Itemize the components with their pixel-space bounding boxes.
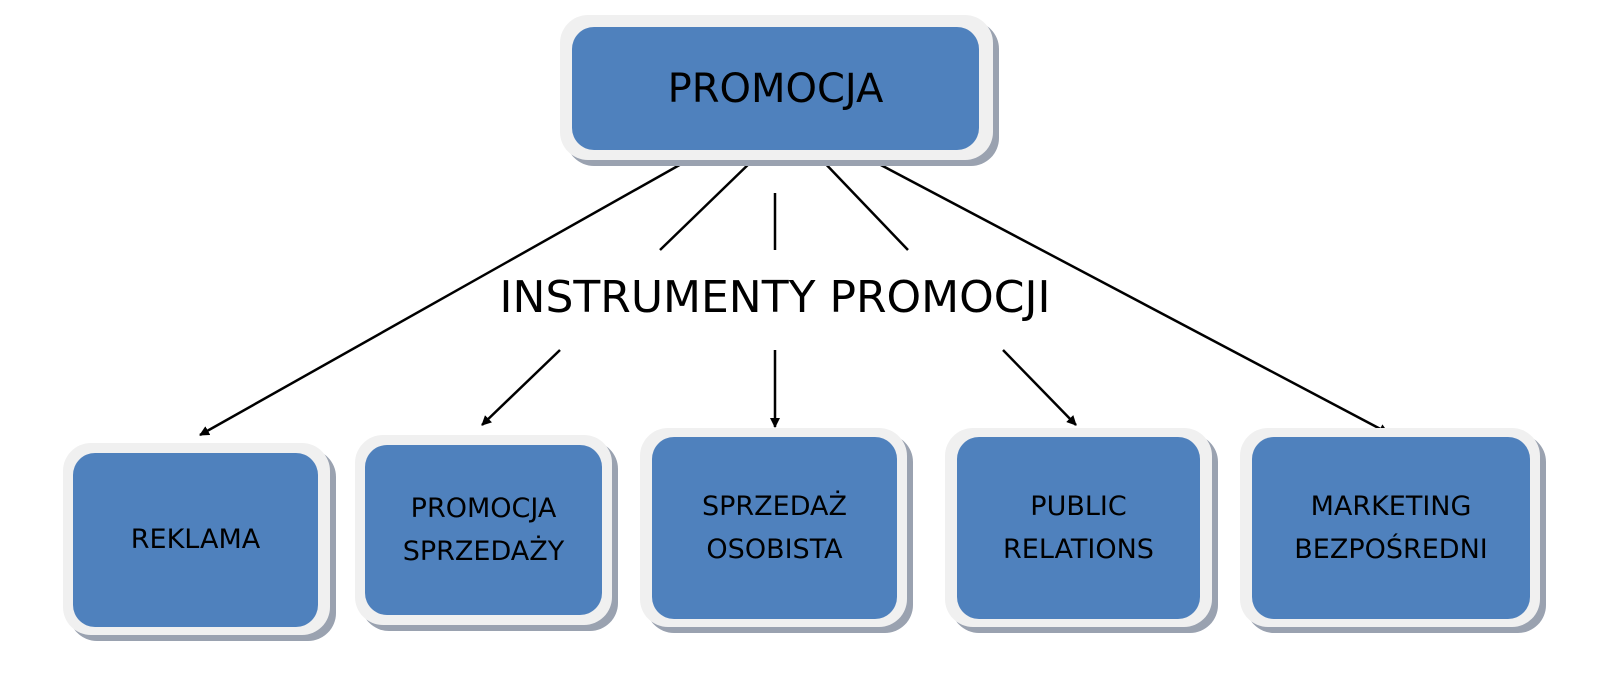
node-marketing-bezposredni: MARKETING BEZPOŚREDNI [1240, 428, 1540, 627]
node-label-line1: SPRZEDAŻ [701, 490, 848, 522]
root-label: PROMOCJA [572, 27, 979, 150]
root-node: PROMOCJA [560, 15, 993, 160]
arrow-public-relations-top [819, 157, 909, 251]
node-label-line2: RELATIONS [1003, 534, 1154, 565]
connector-label: INSTRUMENTY PROMOCJI [499, 272, 1051, 323]
node-public-relations: PUBLIC RELATIONS [945, 428, 1212, 627]
node-label-line1: PUBLIC [1030, 490, 1127, 522]
node-label-line1: PROMOCJA [410, 492, 557, 524]
arrow-reklama [199, 143, 716, 437]
node-reklama: REKLAMA [63, 443, 330, 635]
node-promocja-sprzedazy: PROMOCJA SPRZEDAŻY [355, 435, 612, 625]
node-label-line2: SPRZEDAŻY [402, 536, 565, 567]
arrow-promocja-sprzedazy [481, 349, 561, 426]
node-label: REKLAMA [130, 524, 261, 556]
arrow-marketing-bezposredni [842, 143, 1389, 435]
node-label-line1: MARKETING [1310, 490, 1472, 522]
node-sprzedaz-osobista: SPRZEDAŻ OSOBISTA [640, 428, 907, 627]
arrow-promocja-sprzedazy-top [659, 157, 756, 251]
node-label-line2: BEZPOŚREDNI [1294, 534, 1488, 565]
arrow-public-relations [1002, 349, 1077, 426]
node-label-line2: OSOBISTA [706, 534, 843, 565]
